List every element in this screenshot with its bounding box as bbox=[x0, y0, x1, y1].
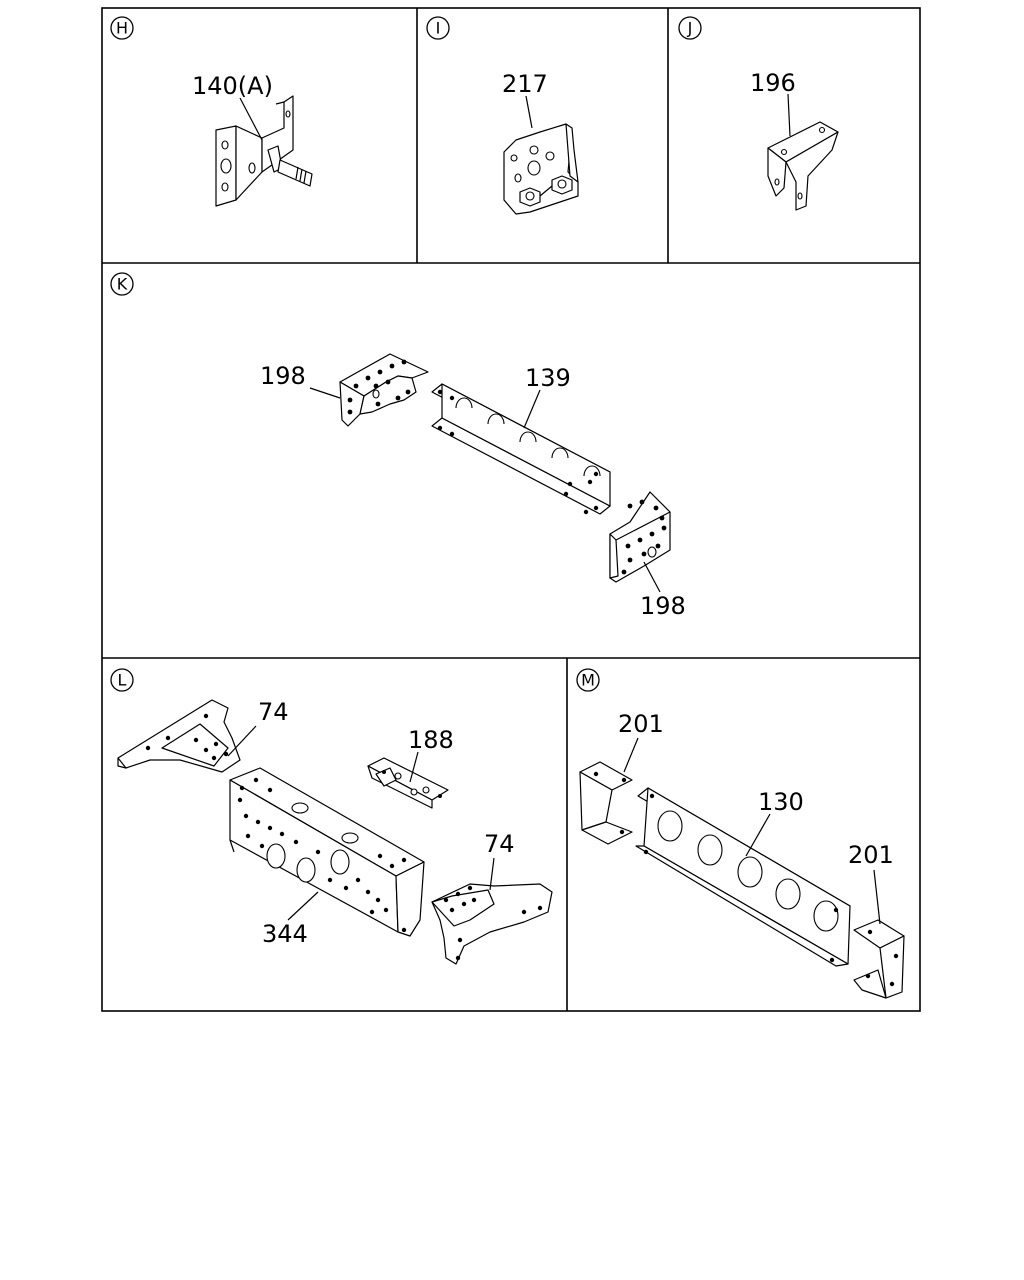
panel-h-letter: H bbox=[116, 19, 128, 38]
part-139-channel-beam bbox=[431, 383, 611, 515]
callout-74-upper: 74 bbox=[227, 698, 289, 757]
callout-217: 217 bbox=[502, 70, 548, 129]
part-198-left-gusset bbox=[339, 353, 429, 427]
panel-i: I 217 bbox=[426, 16, 579, 215]
callout-74-lower: 74 bbox=[484, 830, 515, 891]
panel-frames bbox=[101, 7, 921, 1012]
panel-k: K bbox=[110, 272, 686, 620]
part-201-left-bracket bbox=[579, 761, 633, 845]
panel-l: L bbox=[110, 668, 553, 965]
panel-l-badge: L bbox=[110, 668, 134, 692]
panel-i-letter: I bbox=[436, 19, 441, 38]
panel-i-badge: I bbox=[426, 16, 450, 40]
callout-201-left-label: 201 bbox=[618, 710, 664, 738]
callout-140a: 140(A) bbox=[192, 72, 273, 141]
panel-j-badge: J bbox=[678, 16, 702, 40]
part-196-bracket bbox=[767, 121, 839, 211]
callout-196: 196 bbox=[750, 69, 796, 137]
callout-139-label: 139 bbox=[525, 364, 571, 392]
part-188-plate bbox=[367, 757, 449, 809]
callout-217-label: 217 bbox=[502, 70, 548, 98]
callout-344-label: 344 bbox=[262, 920, 308, 948]
panel-k-letter: K bbox=[117, 275, 128, 294]
panel-j-letter: J bbox=[687, 19, 693, 38]
callout-196-label: 196 bbox=[750, 69, 796, 97]
callout-198-left: 198 bbox=[260, 362, 341, 399]
part-198-right-gusset bbox=[609, 491, 671, 583]
part-140a-bracket bbox=[215, 95, 313, 207]
callout-130: 130 bbox=[745, 788, 804, 857]
callout-130-label: 130 bbox=[758, 788, 804, 816]
panel-m-letter: M bbox=[581, 671, 595, 690]
outer-frame bbox=[101, 7, 921, 1012]
callout-198-right-label: 198 bbox=[640, 592, 686, 620]
panel-m: M bbox=[576, 668, 905, 999]
part-201-right-bracket bbox=[853, 919, 905, 999]
callout-74-lower-label: 74 bbox=[484, 830, 515, 858]
panel-k-badge: K bbox=[110, 272, 134, 296]
callout-201-right: 201 bbox=[848, 841, 894, 925]
callout-198-left-label: 198 bbox=[260, 362, 306, 390]
callout-201-left: 201 bbox=[618, 710, 664, 773]
panel-j: J 196 bbox=[678, 16, 839, 211]
panel-h-badge: H bbox=[110, 16, 134, 40]
part-344-large-beam bbox=[229, 767, 425, 937]
callout-139: 139 bbox=[523, 364, 571, 429]
part-130-long-channel bbox=[635, 787, 851, 967]
panel-h: H 140(A) bbox=[110, 16, 313, 207]
callout-188-label: 188 bbox=[408, 726, 454, 754]
panel-l-letter: L bbox=[118, 671, 127, 690]
callout-198-right: 198 bbox=[640, 561, 686, 620]
part-217-mount bbox=[503, 123, 579, 215]
part-74-lower-bracket bbox=[431, 883, 553, 965]
callout-344: 344 bbox=[262, 891, 319, 948]
part-74-upper-bracket bbox=[117, 699, 241, 773]
callout-201-right-label: 201 bbox=[848, 841, 894, 869]
panel-m-badge: M bbox=[576, 668, 600, 692]
callout-74-upper-label: 74 bbox=[258, 698, 289, 726]
callout-140a-label: 140(A) bbox=[192, 72, 273, 100]
callout-188: 188 bbox=[408, 726, 454, 783]
